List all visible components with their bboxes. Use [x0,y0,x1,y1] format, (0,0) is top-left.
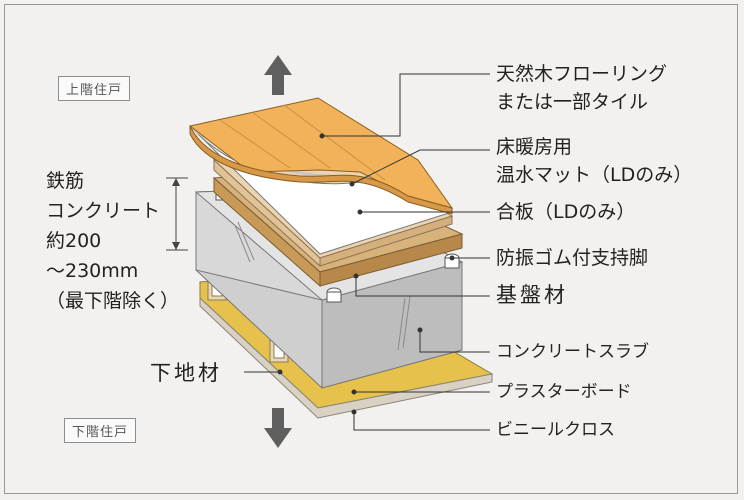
slab-note-line3: 約200 [46,230,102,252]
slab-note-line4: ～230mm [46,260,139,282]
label-heating-line2: 温水マット（LDのみ） [496,164,693,186]
label-base-material: 基盤材 [496,283,568,307]
slab-thickness-note: 鉄筋 コンクリート 約200 ～230mm （最下階除く） [46,166,179,316]
arrow-up-icon [264,55,292,95]
label-plasterboard: プラスターボード [496,382,632,402]
label-heating-line1: 床暖房用 [496,136,573,158]
slab-note-line1: 鉄筋 [46,170,85,192]
label-vinyl-cloth: ビニールクロス [496,420,615,440]
label-wood-flooring: 天然木フローリング [496,63,668,85]
arrow-down-icon [264,408,292,448]
label-substrate: 下地材 [150,361,222,385]
leader-lines [244,73,490,431]
slab-note-line2: コンクリート [46,200,161,222]
thickness-bracket [166,177,188,251]
lower-floor-tag: 下階住戸 [64,418,137,443]
upper-floor-tag: 上階住戸 [58,76,131,101]
diagram-frame [4,4,738,494]
label-plywood: 合板（LDのみ） [496,201,636,223]
label-anti-vibration-legs: 防振ゴム付支持脚 [496,247,649,269]
wood-flooring [188,97,454,215]
label-concrete-slab: コンクリートスラブ [496,342,649,362]
slab-note-line5: （最下階除く） [46,290,180,312]
label-partial-tile: または一部タイル [496,91,649,113]
